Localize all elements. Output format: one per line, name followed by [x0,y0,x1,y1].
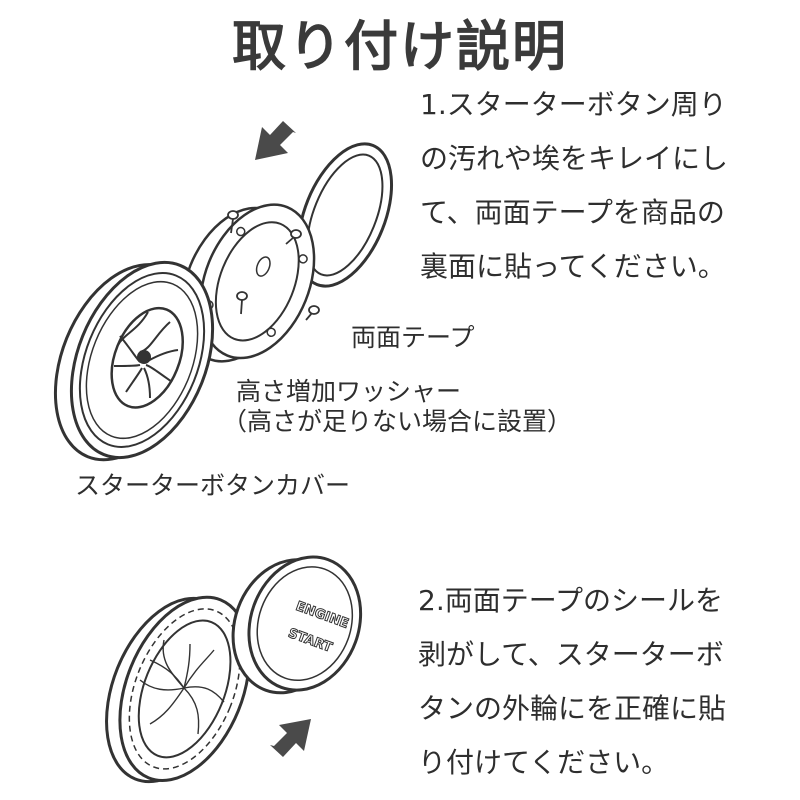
step2-instructions: 2.両面テープのシールを 剥がして、スターターボ タンの外輪にを正確に貼 り付け… [418,574,726,790]
step2-line: 2.両面テープのシールを [418,584,724,617]
page-title: 取り付け説明 [232,15,568,78]
step1-line: 裏面に貼ってください。 [420,250,726,283]
step2-line: タンの外輪にを正確に貼 [418,692,727,725]
step1-instructions: 1.スターターボタン周り の汚れや埃をキレイにし て、両面テープを商品の 裏面に… [420,78,728,294]
spiral-fan-icon [139,639,225,735]
step1-line: の汚れや埃をキレイにし [420,142,729,175]
label-double-sided-tape: 両面テープ [351,323,475,352]
label-starter-button-cover: スターターボタンカバー [75,471,351,500]
step1-line: て、両面テープを商品の [420,196,725,229]
engine-start-button: ENGINE START [231,555,363,695]
label-height-washer: 高さ増加ワッシャー [236,377,462,406]
step1-line: 1.スターターボタン周り [420,88,727,121]
turbine-fan-icon [113,311,179,399]
step2-line: 剥がして、スターターボ [418,638,724,671]
down-left-arrow-icon [255,121,296,160]
label-washer-note: （高さが足りない場合に設置） [222,407,573,436]
step2-line: り付けてください。 [418,746,670,779]
screw-icon [227,210,320,321]
double-sided-tape-ring [296,142,394,288]
up-right-arrow-icon [270,719,311,757]
